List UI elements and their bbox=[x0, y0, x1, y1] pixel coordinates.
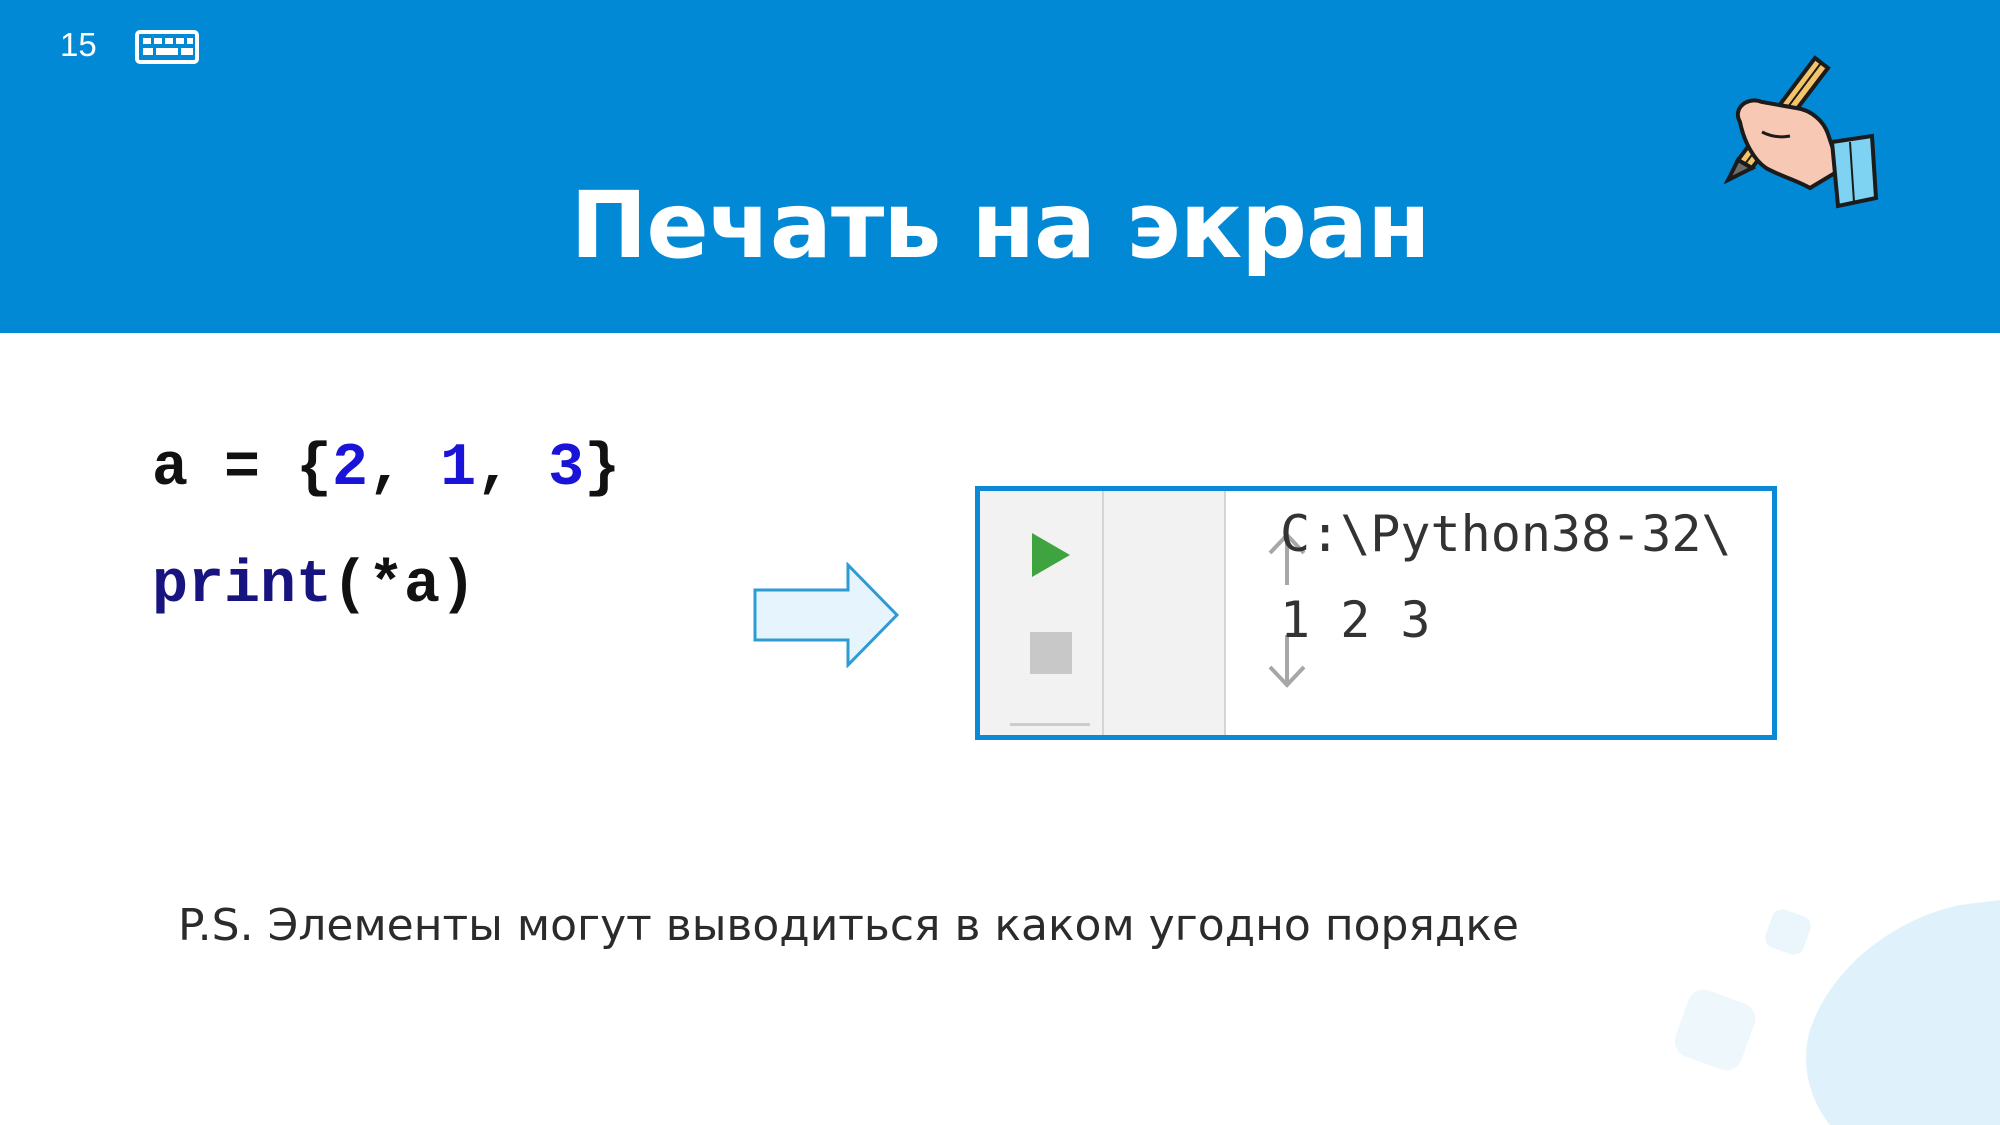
arrow-up-icon[interactable] bbox=[1264, 529, 1310, 589]
console-toolbar-right bbox=[1104, 491, 1306, 735]
code-separator: , bbox=[476, 435, 549, 503]
footnote: P.S. Элементы могут выводиться в каком у… bbox=[178, 900, 1519, 951]
console-output-panel: C:\Python38-32\ 1 2 3 bbox=[975, 486, 1777, 740]
decorative-shapes bbox=[1674, 900, 2000, 1125]
code-close-brace: } bbox=[584, 435, 621, 503]
arrow-down-icon[interactable] bbox=[1264, 631, 1310, 691]
toolbar-divider bbox=[1010, 723, 1090, 726]
code-separator: , bbox=[368, 435, 441, 503]
console-toolbar-left bbox=[980, 491, 1104, 735]
code-print-args: (*a) bbox=[332, 552, 477, 620]
code-keyword-print: print bbox=[152, 552, 333, 620]
code-number-3: 3 bbox=[548, 435, 585, 503]
code-line-print: print(*a) bbox=[152, 552, 476, 620]
run-icon[interactable] bbox=[1028, 529, 1074, 581]
console-output: 1 2 3 bbox=[1280, 591, 1431, 649]
page-title: Печать на экран bbox=[570, 172, 1430, 279]
keyboard-icon bbox=[135, 30, 199, 64]
hand-pencil-icon bbox=[1723, 55, 1879, 209]
code-var: a = { bbox=[152, 435, 333, 503]
code-number-2: 2 bbox=[332, 435, 369, 503]
code-line-set-assign: a = {2, 1, 3} bbox=[152, 435, 620, 503]
code-number-1: 1 bbox=[440, 435, 477, 503]
slide-header: 15 Печать на экран bbox=[0, 0, 2000, 333]
slide-number: 15 bbox=[60, 26, 97, 63]
stop-icon[interactable] bbox=[1030, 632, 1072, 674]
arrow-right-icon bbox=[753, 562, 900, 668]
console-path: C:\Python38-32\ bbox=[1280, 505, 1732, 563]
